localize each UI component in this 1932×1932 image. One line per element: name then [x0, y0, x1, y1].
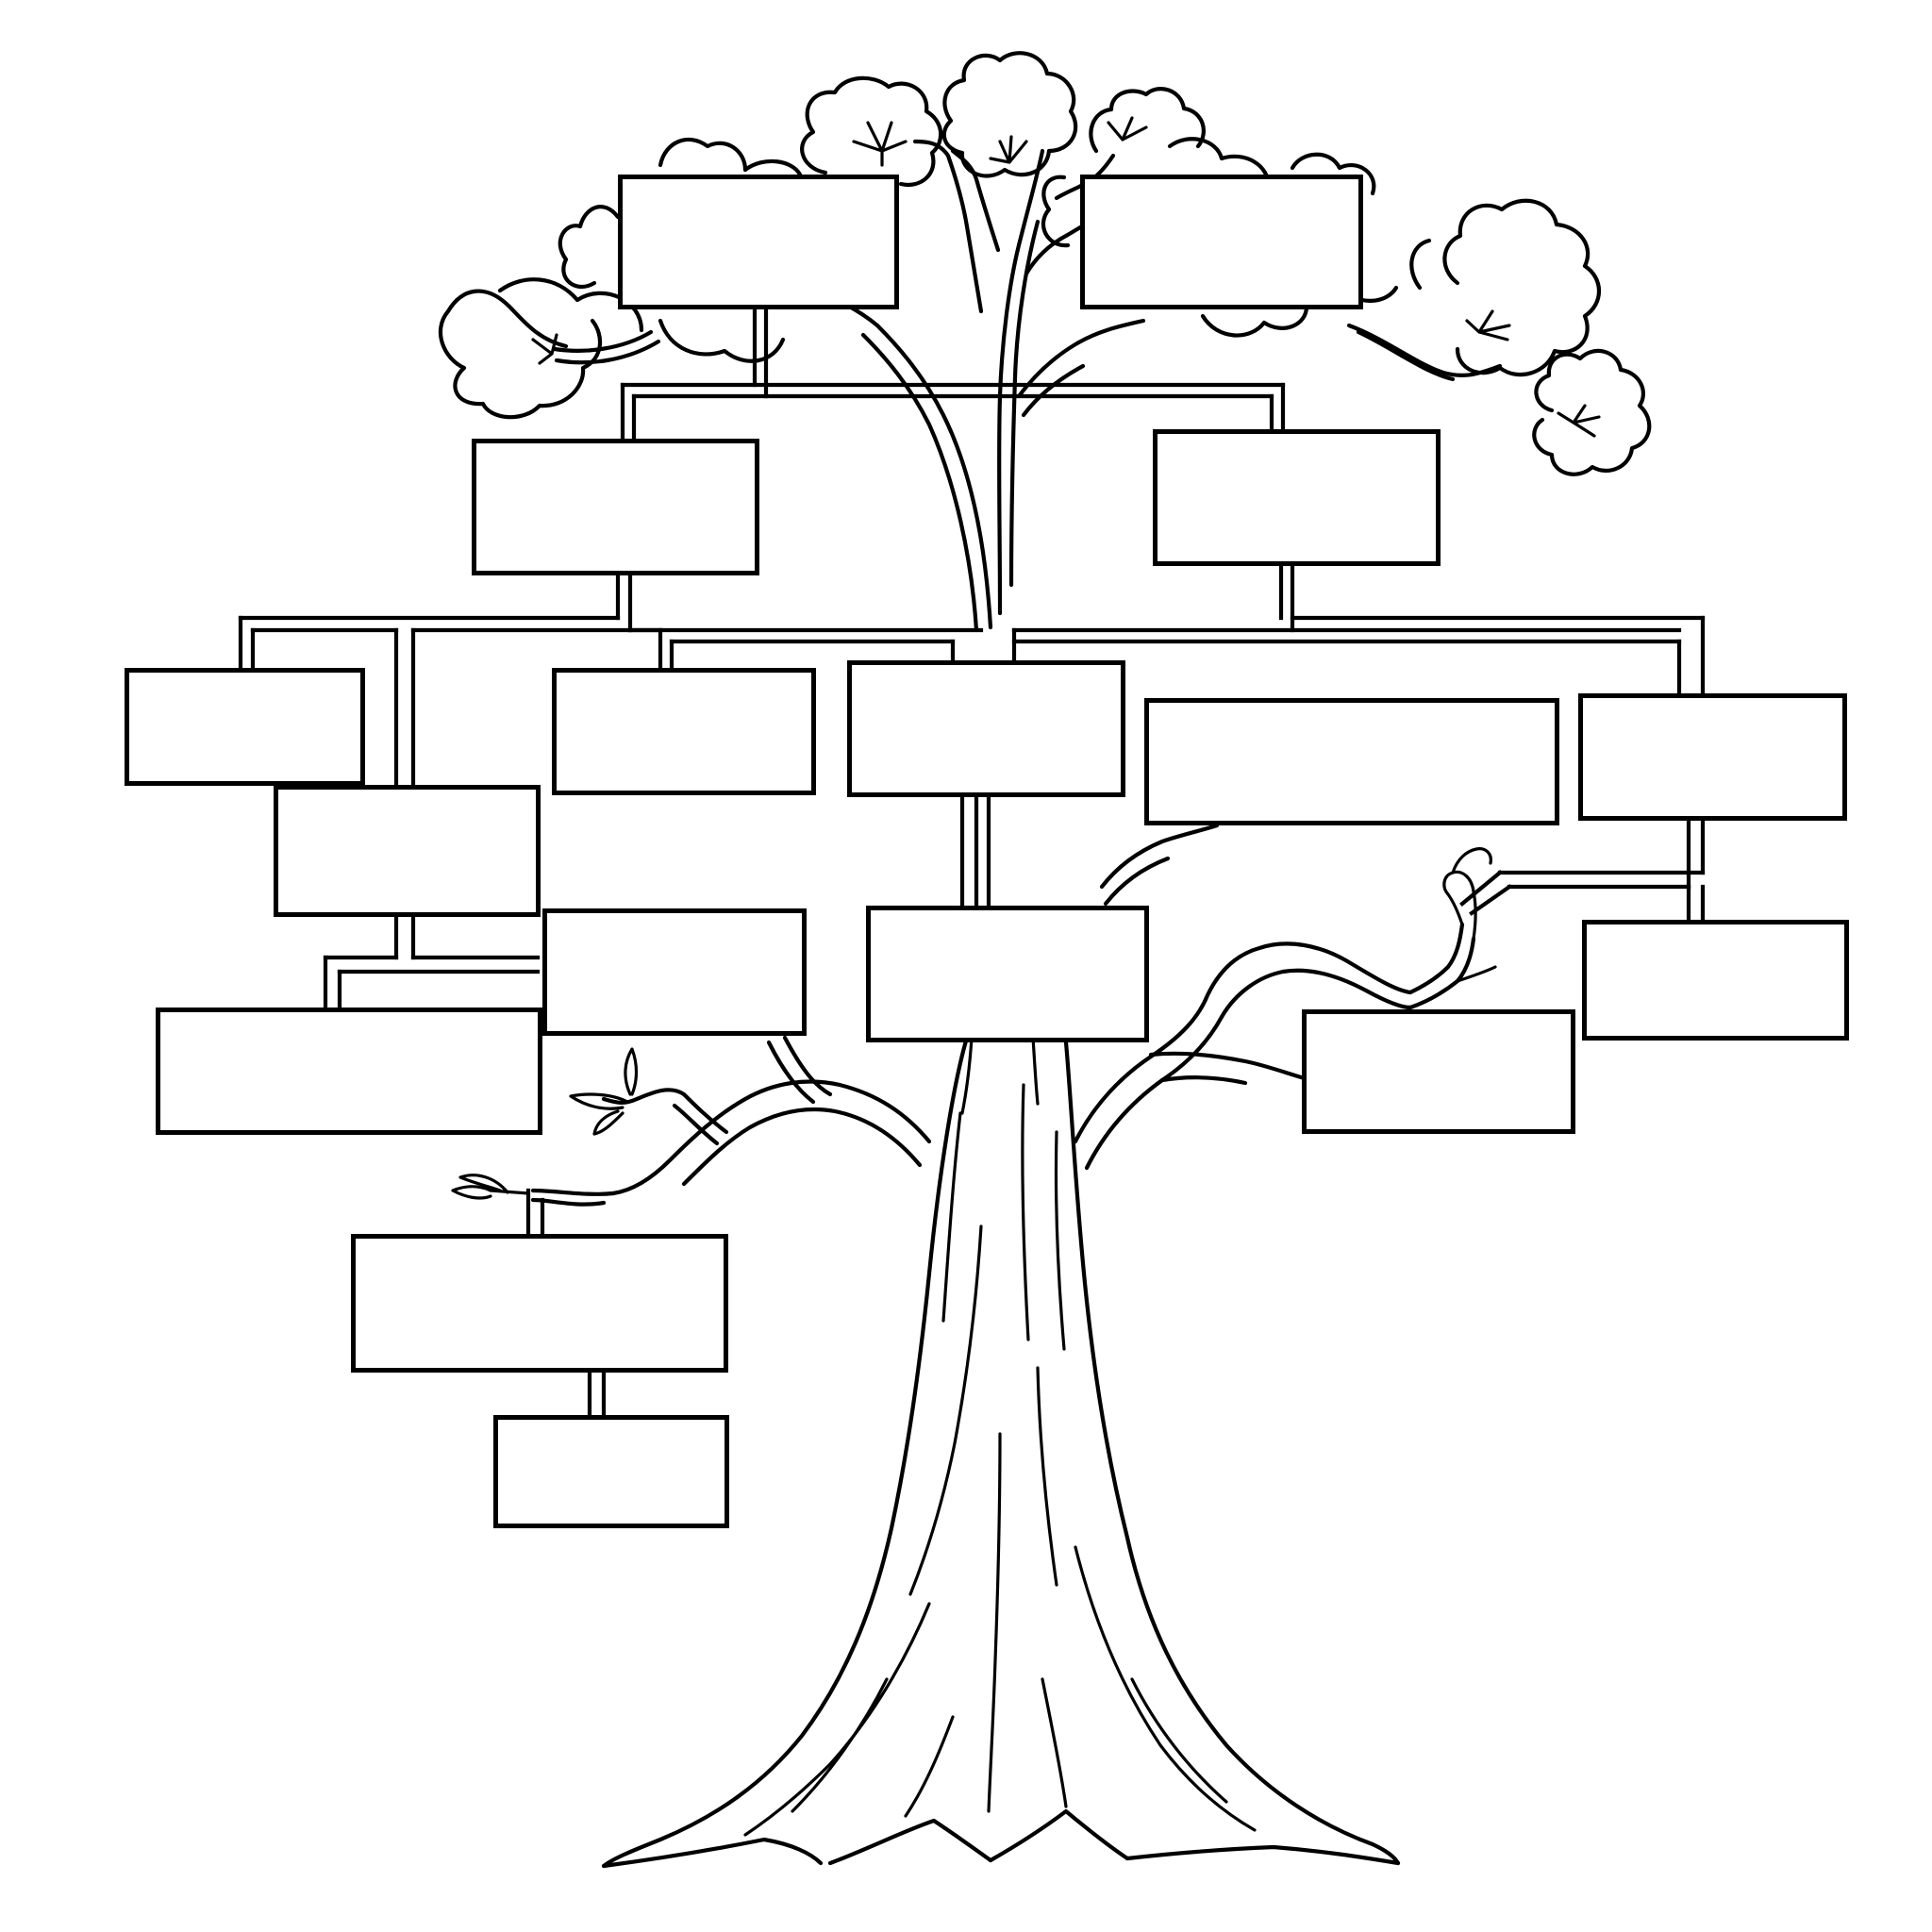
name-box-gen3-6[interactable]: [274, 785, 541, 917]
name-box-gen3-5[interactable]: [1578, 693, 1847, 821]
name-box-gen6[interactable]: [493, 1415, 729, 1528]
lower-branches: [451, 823, 1497, 1207]
name-box-gen3-1[interactable]: [125, 668, 365, 786]
name-box-gen1-right[interactable]: [1080, 175, 1363, 309]
name-box-gen3-3[interactable]: [847, 660, 1125, 797]
name-box-gen3-8[interactable]: [866, 906, 1149, 1042]
name-box-gen4-right[interactable]: [1302, 1009, 1575, 1134]
name-box-gen4-left[interactable]: [156, 1008, 542, 1135]
upper-branches: [552, 139, 1503, 633]
name-box-gen2-left[interactable]: [472, 439, 759, 575]
name-box-gen3-4[interactable]: [1144, 698, 1559, 825]
name-box-gen2-right[interactable]: [1153, 429, 1441, 566]
name-box-gen5[interactable]: [351, 1234, 728, 1373]
trunk: [601, 1035, 1401, 1869]
name-box-gen3-9[interactable]: [1582, 920, 1849, 1041]
name-box-gen1-left[interactable]: [618, 175, 899, 309]
name-box-gen3-2[interactable]: [552, 668, 816, 795]
connectors: [238, 304, 1706, 1418]
name-box-gen3-7[interactable]: [542, 908, 807, 1036]
